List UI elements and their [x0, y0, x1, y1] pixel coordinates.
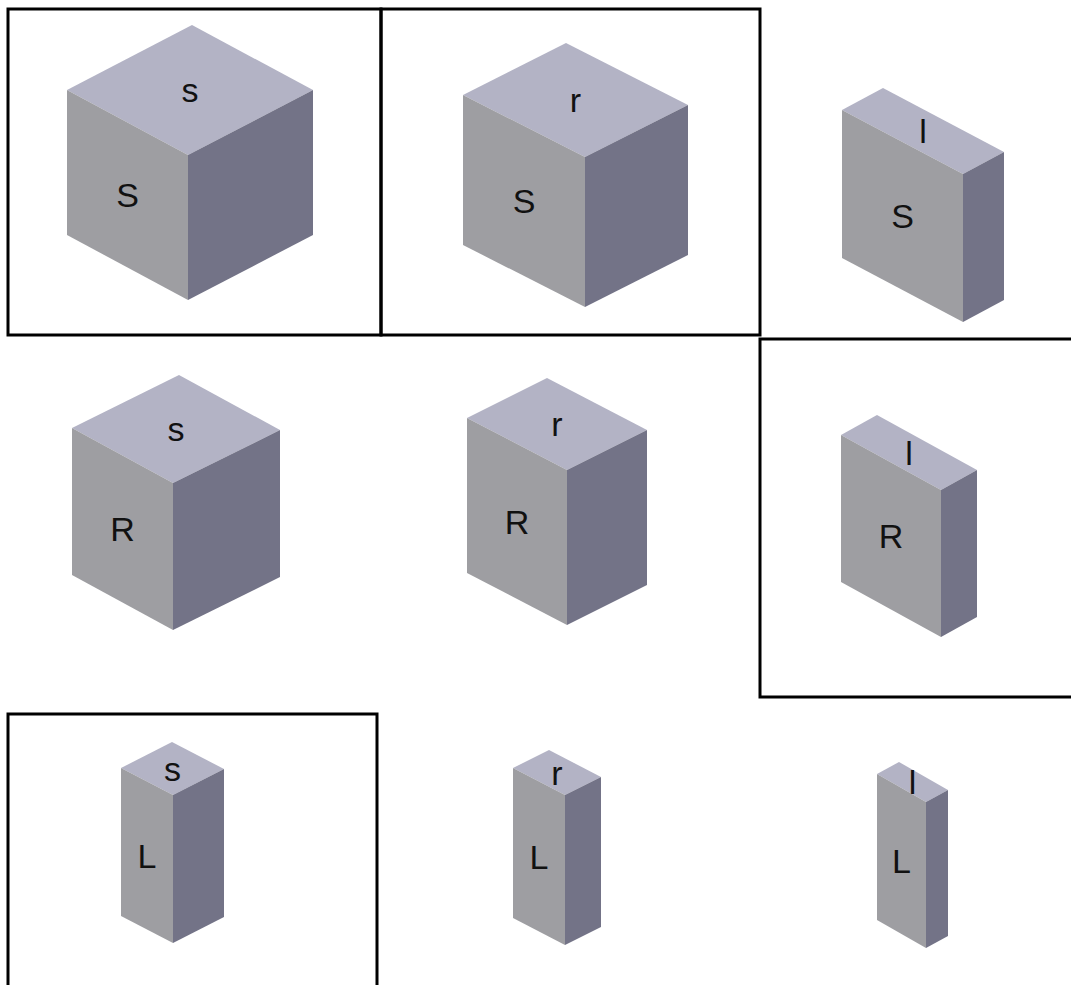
front-face-letter: L	[892, 844, 911, 878]
top-face-letter: r	[551, 756, 562, 790]
front-face-letter: R	[879, 519, 904, 553]
cuboid-block: lS	[842, 88, 1004, 322]
highlight-frame	[381, 9, 760, 335]
front-face-letter: S	[891, 199, 914, 233]
highlight-frame	[8, 9, 381, 335]
front-face	[121, 768, 173, 943]
front-face	[72, 428, 173, 630]
front-face-letter: L	[138, 839, 157, 873]
front-face-letter: R	[505, 505, 530, 539]
side-face	[941, 470, 977, 637]
top-face-letter: l	[909, 765, 917, 799]
cuboid-shape	[67, 25, 314, 301]
front-face-letter: L	[530, 840, 549, 874]
cuboid-block: rR	[467, 378, 647, 625]
top-face-letter: s	[164, 752, 181, 786]
top-face-letter: l	[905, 436, 913, 470]
top-face-letter: l	[919, 114, 927, 148]
cuboid-block: sS	[67, 25, 313, 300]
cuboid-block: sL	[121, 742, 224, 943]
cuboid-block: rL	[513, 750, 601, 945]
highlight-frame	[760, 339, 1071, 697]
front-face	[67, 90, 188, 300]
side-face	[565, 777, 601, 945]
cuboid-block: lL	[877, 762, 948, 948]
highlight-frame	[8, 714, 377, 985]
side-face	[567, 430, 647, 625]
side-face	[963, 152, 1004, 322]
front-face	[463, 95, 585, 307]
front-face-letter: S	[513, 184, 536, 218]
side-face	[926, 790, 948, 948]
cuboid-block: lR	[841, 415, 977, 637]
side-face	[188, 90, 313, 300]
top-face-letter: r	[570, 83, 581, 117]
top-face-letter: s	[182, 73, 199, 107]
side-face	[585, 105, 688, 307]
front-face	[842, 110, 963, 322]
cuboid-block: sR	[72, 375, 280, 630]
side-face	[173, 430, 280, 630]
top-face-letter: s	[168, 412, 185, 446]
cuboid-block: rS	[463, 43, 688, 307]
front-face	[467, 418, 567, 625]
top-face-letter: r	[551, 407, 562, 441]
side-face	[173, 769, 224, 943]
front-face	[877, 774, 926, 948]
front-face	[513, 768, 565, 945]
front-face-letter: S	[116, 178, 139, 212]
front-face-letter: R	[110, 512, 135, 546]
front-face	[841, 435, 941, 637]
